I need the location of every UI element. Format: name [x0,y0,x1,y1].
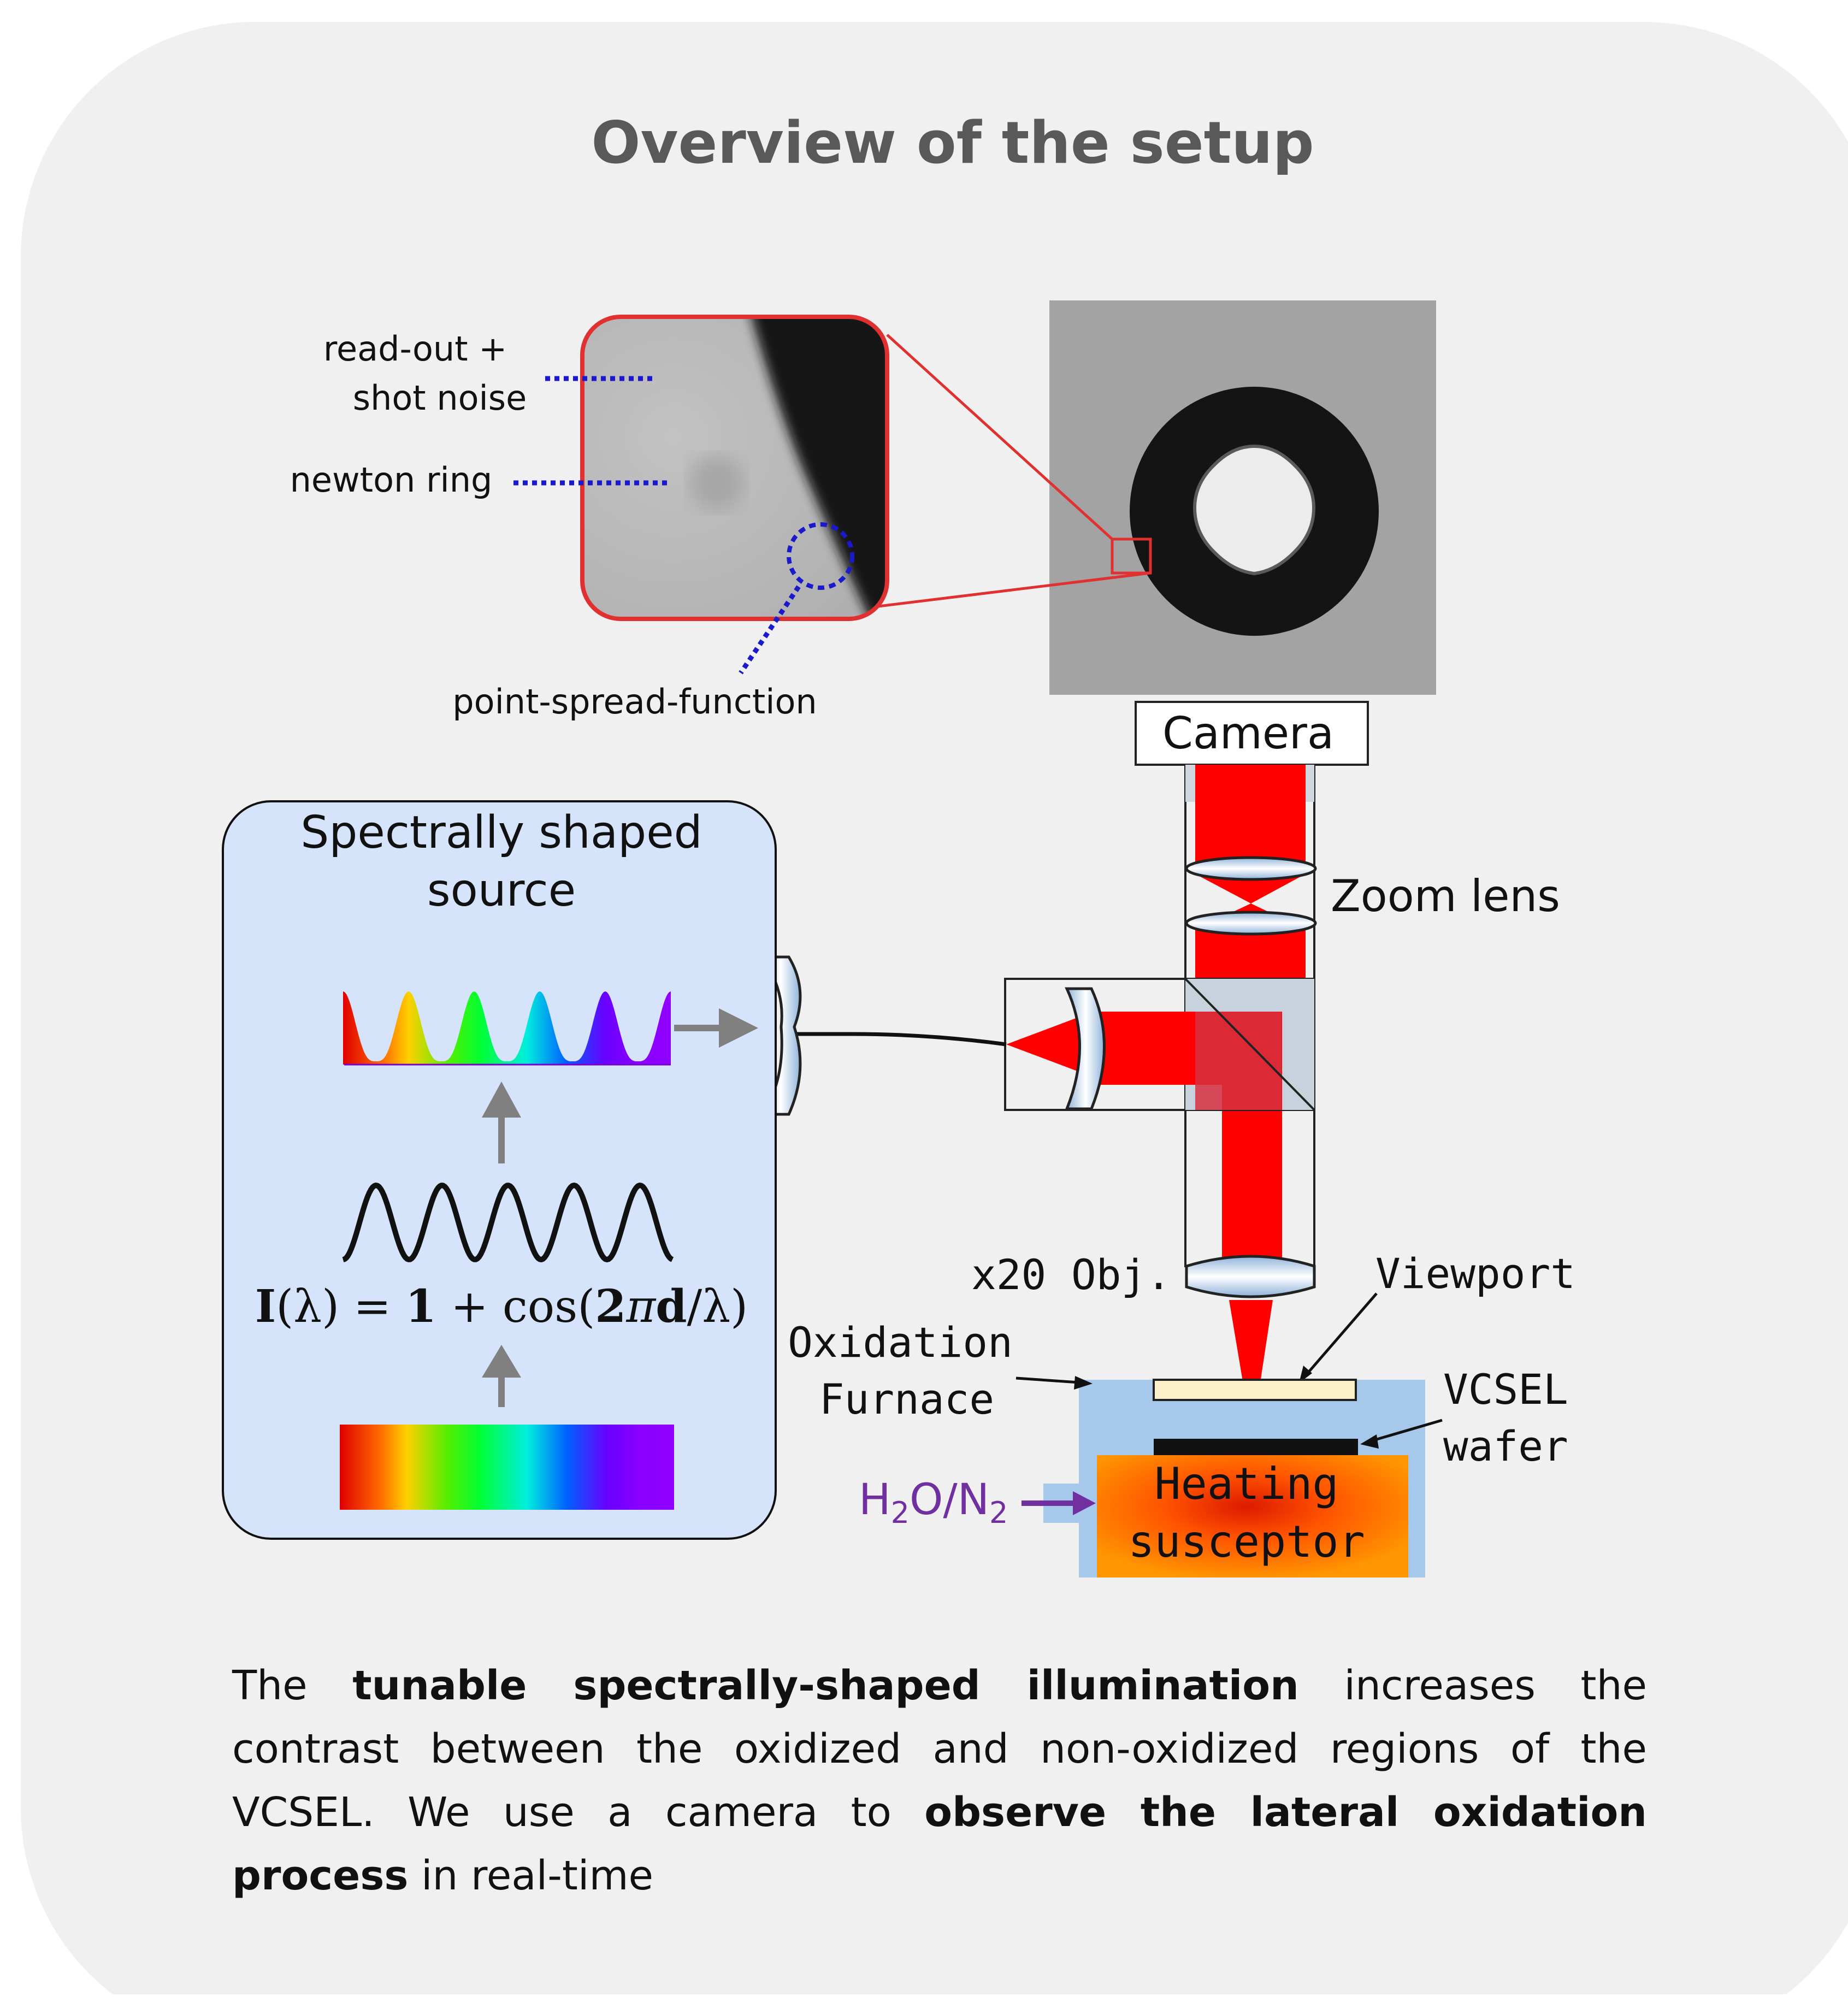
wafer-pointer [1371,1419,1443,1443]
wafer-pointer-head [1360,1434,1379,1449]
source-panel [222,800,777,1540]
objective-lens-icon [1185,1255,1316,1298]
arrow-up-head-2 [482,1345,521,1378]
cosine-modulation-wave [342,1183,674,1262]
broadband-spectrum [340,1425,674,1510]
fiber-icon [793,1032,1007,1047]
noise-label-line1: read-out + [323,329,507,369]
heating-susceptor [1097,1455,1408,1577]
page-title: Overview of the setup [591,109,1314,176]
psf-pointer [739,585,801,675]
viewport-pointer [1306,1292,1378,1375]
zoom-lens-upper-icon [1185,856,1317,881]
gas-inlet-label: H2O/N2 [859,1475,1008,1530]
furnace-label-line1: Oxidation [788,1318,1013,1367]
furnace-pointer-head [1074,1376,1093,1390]
focused-beam [1229,1300,1273,1437]
psf-marker-circle [787,522,854,590]
psf-label: point-spread-function [452,682,817,722]
beam-splitter-icon [1004,978,1315,1111]
shaped-spectrum [343,991,671,1065]
source-title-line1: Spectrally shaped [300,807,702,859]
oxidation-furnace [1043,1379,1425,1577]
newton-ring-label: newton ring [290,460,493,500]
source-title-line2: source [427,865,576,917]
viewport-window [1153,1379,1357,1401]
zoom-connector-bottom [873,571,1151,608]
susceptor-label-line2: susceptor [1128,1516,1365,1567]
wafer-label-line2: wafer [1443,1422,1568,1470]
camera-label: Camera [1162,708,1334,759]
zoom-lens-lower-icon [1185,911,1317,936]
objective-label: x20 Obj. [971,1250,1171,1299]
furnace-pointer [1015,1376,1080,1384]
noise-label-line2: shot noise [353,378,527,418]
furnace-label-line2: Furnace [819,1375,994,1423]
camera-body [1135,701,1369,766]
arrow-to-lens-head [719,1008,758,1048]
gas-arrow-head [1073,1491,1096,1515]
inset-frame [580,315,889,621]
newton-ring-spot [689,456,744,510]
viewport-label: Viewport [1375,1249,1575,1298]
arrow-up-head-1 [482,1082,521,1118]
modulation-equation: I(λ) = 1 + cos(2πd/λ) [255,1280,748,1333]
wafer-label-line1: VCSEL [1443,1365,1568,1414]
collimator-lens-icon [1065,987,1106,1110]
zoom-connector-top [886,334,1113,540]
laser-beam-upper [1195,765,1306,874]
zoom-region-marker [1111,537,1152,575]
inset-zoom-image [580,315,889,621]
susceptor-label-line1: Heating [1154,1458,1338,1509]
camera-image [1049,300,1436,695]
figure-caption: The tunable spectrally-shaped illuminati… [232,1662,1647,1899]
zoom-lens-label: Zoom lens [1331,871,1560,921]
